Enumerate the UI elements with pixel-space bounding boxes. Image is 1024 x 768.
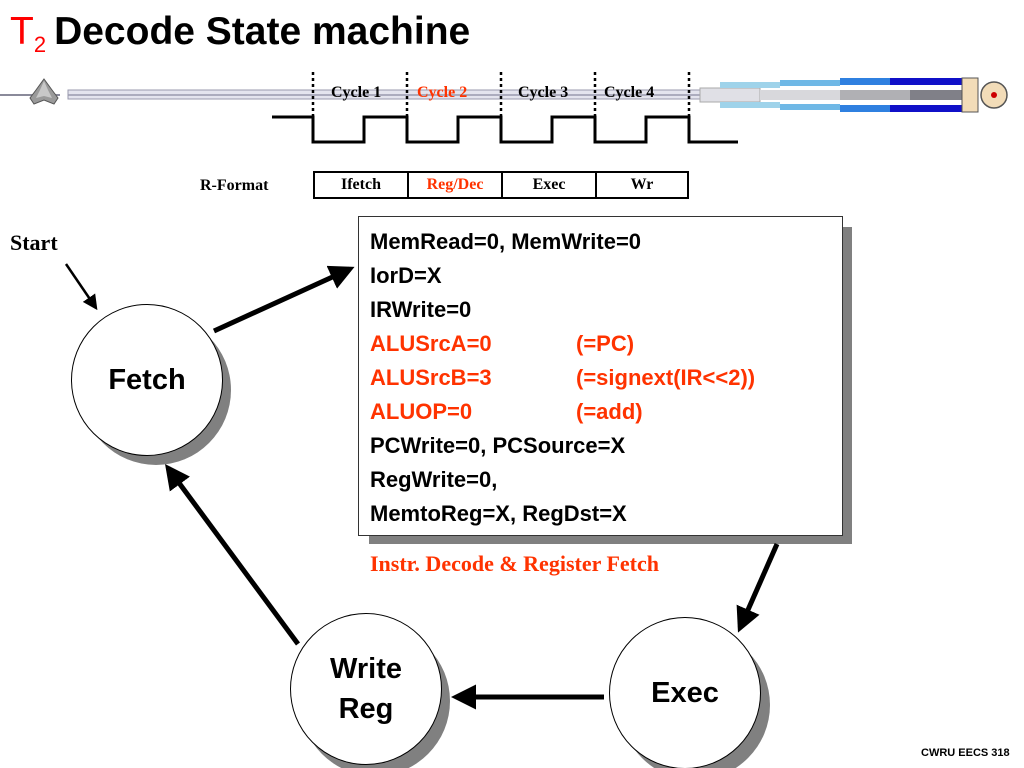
control-signal-assignment: MemtoReg=X, RegDst=X (370, 501, 627, 526)
cycle-label-1: Cycle 1 (331, 84, 382, 101)
control-signal-note: (=add) (576, 399, 643, 424)
arrow-fetch-to-decode (212, 265, 355, 334)
control-signal-assignment: ALUSrcB=3 (370, 365, 492, 390)
control-signal: IorD=X (370, 259, 442, 293)
state-exec: Exec (609, 617, 761, 768)
control-signal-assignment: ALUSrcA=0 (370, 331, 492, 356)
stage-exec: Exec (501, 171, 597, 199)
header-decoration (0, 77, 1008, 113)
control-signal: ALUSrcB=3 (=signext(IR<<2)) (370, 361, 755, 395)
stage-reg-dec: Reg/Dec (407, 171, 503, 199)
control-signal: IRWrite=0 (370, 293, 471, 327)
control-signal: MemtoReg=X, RegDst=X (370, 497, 627, 531)
state-fetch: Fetch (71, 304, 223, 456)
control-signal-assignment: IorD=X (370, 263, 442, 288)
start-label: Start (10, 230, 58, 255)
arrow-start-to-fetch (64, 263, 98, 311)
control-signal-assignment: MemRead=0, MemWrite=0 (370, 229, 642, 254)
state-fetch-label: Fetch (108, 364, 186, 396)
stage-wr: Wr (595, 171, 689, 199)
control-signal: ALUSrcA=0 (=PC) (370, 327, 634, 361)
state-exec-label: Exec (651, 677, 719, 709)
control-signal-note: (=signext(IR<<2)) (576, 365, 756, 390)
control-signal-assignment: RegWrite=0, (370, 467, 498, 492)
state-write-reg-label: Write Reg (330, 653, 402, 725)
arrow-decode-to-exec (736, 542, 780, 633)
control-signal-assignment: IRWrite=0 (370, 297, 472, 322)
state-write-reg: Write Reg (290, 613, 442, 765)
control-signal: MemRead=0, MemWrite=0 (370, 225, 641, 259)
control-signal-note: (=PC) (576, 331, 635, 356)
decode-state-caption: Instr. Decode & Register Fetch (370, 551, 659, 576)
cycle-label-2: Cycle 2 (417, 84, 468, 101)
title-subscript: 2 (33, 32, 47, 57)
instruction-format-label: R-Format (200, 177, 269, 194)
slide-title: T2 Decode State machine (10, 10, 471, 57)
starship-icon (699, 77, 1008, 113)
cycle-label-4: Cycle 4 (604, 84, 655, 101)
control-signal: ALUOP=0 (=add) (370, 395, 643, 429)
arrow-write-reg-to-fetch (165, 463, 301, 646)
state-decode (358, 216, 843, 536)
stage-ifetch: Ifetch (313, 171, 409, 199)
clock-signal (272, 115, 738, 144)
control-signal-assignment: ALUOP=0 (370, 399, 473, 424)
title-symbol: T (10, 10, 34, 53)
control-signal: PCWrite=0, PCSource=X (370, 429, 625, 463)
cycle-label-3: Cycle 3 (518, 84, 569, 101)
control-signal-assignment: PCWrite=0, PCSource=X (370, 433, 626, 458)
title-text: Decode State machine (54, 10, 471, 53)
control-signal: RegWrite=0, (370, 463, 497, 497)
insignia-icon (29, 78, 59, 105)
cycle-dividers (311, 72, 691, 120)
clock-waveform (272, 72, 738, 144)
course-footer: CWRU EECS 318 (921, 747, 1010, 759)
